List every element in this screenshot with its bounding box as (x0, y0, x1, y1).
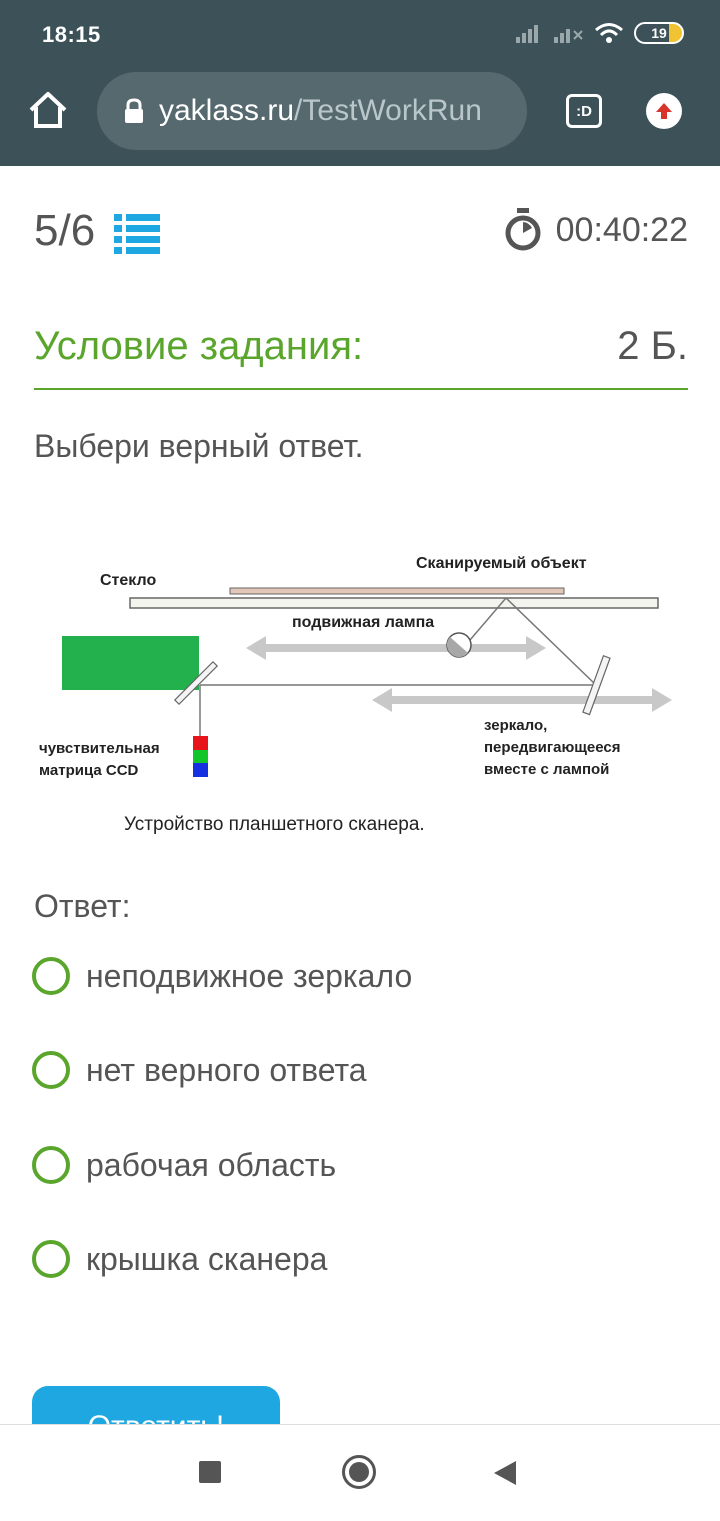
android-nav-bar (0, 1424, 720, 1521)
timer-value: 00:40:22 (555, 210, 688, 249)
radio-button[interactable] (32, 1146, 70, 1184)
signal-icon (516, 25, 538, 43)
radio-button[interactable] (32, 1051, 70, 1089)
answer-label: Ответ: (34, 888, 131, 924)
status-icons: 19 (516, 22, 684, 44)
tabs-button-label: :D (576, 102, 592, 120)
progress-row: 5/6 00:40:22 (34, 206, 688, 266)
condition-header: Условие задания: 2 Б. (34, 322, 688, 390)
label-glass: Стекло (100, 572, 156, 589)
mirror-motion-arrow (372, 688, 672, 712)
condition-title: Условие задания: (34, 324, 364, 368)
answer-option-label: нет верного ответа (86, 1051, 367, 1088)
url-host: yaklass.ru (159, 94, 295, 127)
fixed-mirror (173, 660, 219, 706)
battery-level: 19 (651, 25, 667, 41)
glass-plate (129, 597, 659, 609)
answer-option[interactable]: крышка сканера (32, 1237, 327, 1281)
answer-option-label: неподвижное зеркало (86, 957, 413, 994)
label-mirror-line3: вместе с лампой (484, 761, 609, 778)
radio-button[interactable] (32, 1240, 70, 1278)
battery-icon: 19 (634, 22, 684, 44)
label-mirror-line1: зеркало, (484, 717, 547, 734)
url-bar[interactable]: yaklass.ru/TestWorkRun (97, 72, 527, 150)
radio-button[interactable] (32, 957, 70, 995)
label-moving-lamp: подвижная лампа (292, 614, 434, 631)
home-icon (29, 92, 67, 128)
answer-option-label: крышка сканера (86, 1240, 328, 1277)
status-bar: 18:15 19 (0, 0, 720, 70)
lamp (446, 632, 472, 658)
lamp-motion-arrow (246, 636, 546, 660)
label-ccd-line1: чувствительная (39, 740, 160, 757)
signal-no-service-icon (554, 29, 583, 43)
question-progress: 5/6 (34, 206, 96, 255)
status-time: 18:15 (42, 22, 101, 47)
wifi-icon (595, 23, 623, 43)
label-scanned-object: Сканируемый объект (416, 555, 587, 572)
question-list-icon[interactable] (114, 212, 160, 256)
answer-option[interactable]: неподвижное зеркало (32, 954, 412, 998)
timer: 00:40:22 (504, 208, 688, 252)
home-nav-icon[interactable] (342, 1455, 376, 1489)
diagram-caption: Устройство планшетного сканера. (124, 814, 425, 835)
back-icon[interactable] (494, 1461, 516, 1485)
answer-option-label: рабочая область (86, 1146, 337, 1183)
scanned-object (229, 587, 565, 595)
recents-icon[interactable] (199, 1461, 221, 1483)
ccd-matrix (193, 736, 208, 777)
light-path (199, 597, 597, 736)
condition-points: 2 Б. (617, 324, 688, 368)
upload-button[interactable] (646, 93, 682, 129)
label-ccd-line2: матрица CCD (39, 762, 139, 779)
url-path: /TestWorkRun (294, 94, 482, 127)
label-mirror-line2: передвигающееся (484, 739, 621, 756)
optics-block (62, 636, 199, 690)
arrow-up-icon (656, 103, 672, 119)
tabs-button[interactable]: :D (566, 94, 602, 128)
question-prompt: Выбери верный ответ. (34, 428, 364, 464)
home-button[interactable] (26, 88, 70, 132)
answer-option[interactable]: рабочая область (32, 1143, 336, 1187)
browser-chrome: 18:15 19 (0, 0, 720, 166)
lock-icon (125, 98, 143, 123)
moving-mirror (582, 655, 611, 716)
stopwatch-icon (505, 208, 541, 251)
answer-option[interactable]: нет верного ответа (32, 1048, 367, 1092)
scanner-diagram: Стекло Сканируемый объект подвижная ламп… (39, 555, 672, 835)
